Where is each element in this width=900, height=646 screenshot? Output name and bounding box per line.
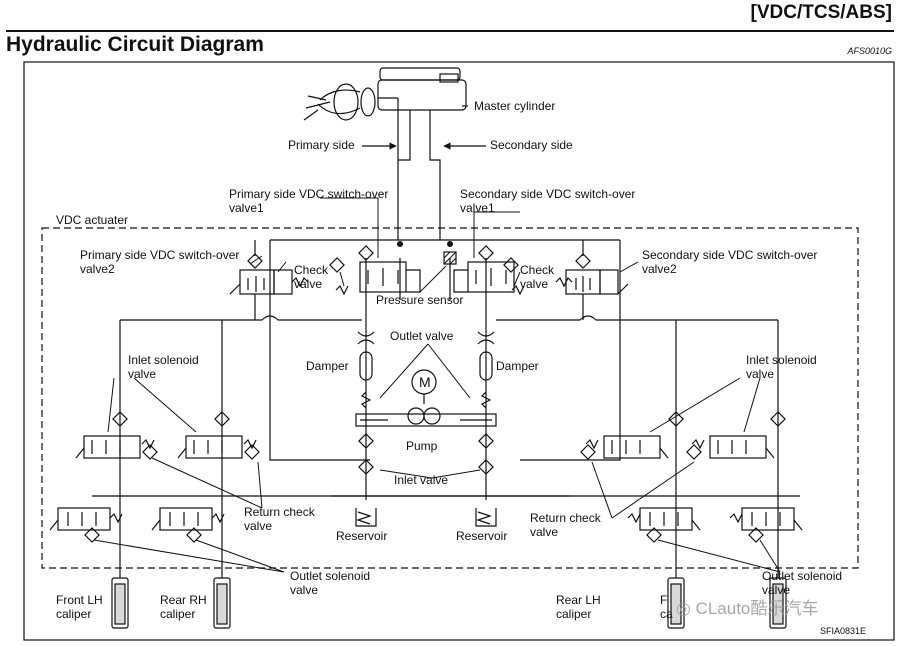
inlet-solenoid-valves — [75, 411, 786, 460]
inlet-solenoid-left-label: valve — [128, 367, 156, 381]
secondary-switch-valve1-label: valve1 — [460, 201, 495, 215]
motor-symbol: M — [419, 374, 431, 390]
vdc-actuater-label: VDC actuater — [56, 213, 128, 227]
front-lh-caliper-label: caliper — [56, 607, 91, 621]
primary-switch-over-valve2 — [229, 240, 309, 320]
section-tag: [VDC/TCS/ABS] — [750, 2, 892, 23]
reservoir-right — [475, 508, 497, 527]
return-check-left-label: Return check — [244, 505, 316, 519]
rear-lh-caliper-label: Rear LH — [556, 593, 601, 607]
primary-switch-valve2-label: valve2 — [80, 262, 115, 276]
front-rh-caliper-label: F — [660, 593, 667, 607]
primary-switch-over-valve1 — [329, 245, 421, 296]
return-check-right-label: valve — [530, 525, 558, 539]
outlet-solenoid-right-label: valve — [762, 583, 790, 597]
pump-assembly — [355, 369, 497, 475]
front-lh-caliper-label: Front LH — [56, 593, 103, 607]
vdc-actuater-boundary — [41, 227, 859, 569]
check-valve-right-label: valve — [520, 277, 548, 291]
diagram-frame — [23, 61, 895, 641]
primary-switch-valve1-label: valve1 — [229, 201, 264, 215]
inlet-valve-label: Inlet valve — [394, 473, 448, 487]
check-valve-right-label: Check — [520, 263, 555, 277]
check-valve-left-label: Check — [294, 263, 329, 277]
reservoir-right-label: Reservoir — [456, 529, 507, 543]
outlet-solenoid-left-label: valve — [290, 583, 318, 597]
secondary-switch-valve1-label: Secondary side VDC switch-over — [460, 187, 635, 201]
pressure-sensor — [397, 241, 457, 293]
figure-code: SFIA0831E — [819, 626, 866, 636]
damper-left-label: Damper — [306, 359, 349, 373]
pump-label: Pump — [406, 439, 438, 453]
rear-lh-caliper-label: caliper — [556, 607, 591, 621]
check-valve-left-label: valve — [294, 277, 322, 291]
secondary-switch-valve2-label: Secondary side VDC switch-over — [642, 248, 817, 262]
secondary-switch-over-valve1 — [453, 245, 525, 296]
primary-side-label: Primary side — [288, 138, 355, 152]
inlet-solenoid-right-label: valve — [746, 367, 774, 381]
rear-rh-caliper-label: caliper — [160, 607, 195, 621]
calipers — [111, 577, 787, 629]
secondary-switch-valve2-label: valve2 — [642, 262, 677, 276]
return-check-right-label: Return check — [530, 511, 602, 525]
damper-left — [357, 331, 375, 381]
return-check-left-label: valve — [244, 519, 272, 533]
header-rule — [6, 30, 894, 32]
secondary-side-label: Secondary side — [490, 138, 573, 152]
secondary-switch-over-valve2 — [555, 240, 629, 320]
rear-rh-caliper-label: Rear RH — [160, 593, 207, 607]
outlet-solenoid-left-label: Outlet solenoid — [290, 569, 370, 583]
master-cylinder — [303, 67, 467, 240]
outlet-solenoid-right-label: Outlet solenoid — [762, 569, 842, 583]
outlet-valve-label: Outlet valve — [390, 329, 454, 343]
front-rh-caliper-label: ca — [660, 607, 673, 621]
page-title: Hydraulic Circuit Diagram — [6, 33, 264, 56]
pressure-sensor-label: Pressure sensor — [376, 293, 463, 307]
damper-right — [477, 331, 495, 381]
reservoir-left — [355, 508, 377, 527]
reference-code: AFS0010G — [847, 46, 892, 56]
primary-switch-valve1-label: Primary side VDC switch-over — [229, 187, 388, 201]
watermark: ◎ CLauto酷乐汽车 — [676, 599, 819, 618]
reservoir-left-label: Reservoir — [336, 529, 387, 543]
inlet-solenoid-left-label: Inlet solenoid — [128, 353, 199, 367]
inlet-solenoid-right-label: Inlet solenoid — [746, 353, 817, 367]
master-cylinder-label: Master cylinder — [474, 99, 555, 113]
outlet-solenoid-valves — [49, 507, 803, 543]
primary-switch-valve2-label: Primary side VDC switch-over — [80, 248, 239, 262]
damper-right-label: Damper — [496, 359, 539, 373]
